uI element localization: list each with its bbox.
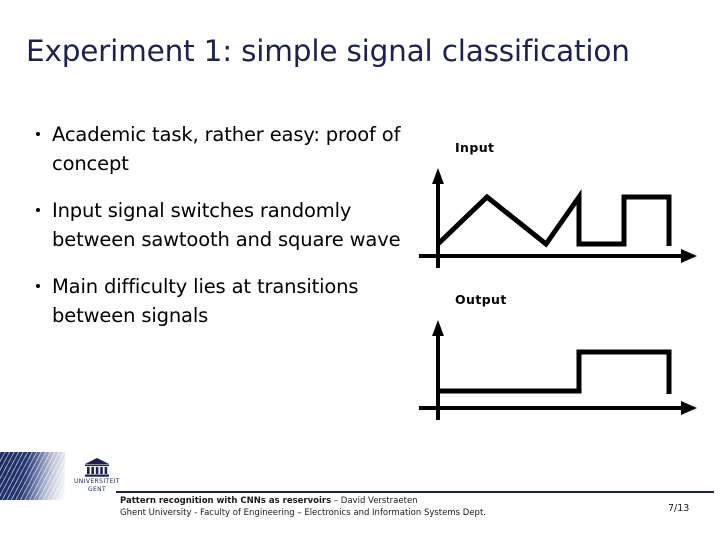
list-item: Academic task, rather easy: proof of con… — [34, 120, 404, 178]
input-x-axis-arrow-icon — [681, 249, 697, 263]
list-item: Input signal switches randomly between s… — [34, 196, 404, 254]
input-y-axis-arrow-icon — [432, 168, 444, 184]
bullet-dot-icon — [36, 208, 40, 212]
list-item: Main difficulty lies at transitions betw… — [34, 272, 404, 330]
input-plot-svg — [419, 168, 697, 268]
input-signal-plot — [415, 164, 705, 274]
ugent-logo: UNIVERSITEIT GENT — [66, 458, 128, 498]
brand-decoration-block — [0, 452, 65, 500]
bullet-list: Academic task, rather easy: proof of con… — [34, 120, 404, 330]
classical-building-icon — [85, 458, 109, 477]
list-item-label: Main difficulty lies at transitions betw… — [52, 275, 359, 327]
footer-affiliation: Ghent University - Faculty of Engineerin… — [120, 507, 486, 518]
output-plot-svg — [419, 320, 697, 420]
footer-presentation-title: Pattern recognition with CNNs as reservo… — [120, 496, 332, 506]
signal-figure: Input Output — [415, 128, 715, 463]
page-number: 7/13 — [668, 503, 690, 514]
input-signal-label: Input — [455, 140, 495, 155]
output-signal-label: Output — [455, 292, 507, 307]
bullet-dot-icon — [36, 132, 40, 136]
output-x-axis-arrow-icon — [681, 401, 697, 415]
output-y-axis-arrow-icon — [432, 320, 444, 336]
brand-gradient-texture — [0, 452, 65, 500]
footer-author: – David Verstraeten — [331, 496, 418, 506]
output-signal-plot — [415, 316, 705, 426]
footer-divider — [116, 491, 714, 493]
output-signal-trace — [438, 349, 672, 394]
page-title: Experiment 1: simple signal classificati… — [26, 34, 630, 68]
list-item-label: Input signal switches randomly between s… — [52, 199, 401, 251]
footer: Pattern recognition with CNNs as reservo… — [120, 496, 640, 519]
ugent-wordmark: UNIVERSITEIT GENT — [74, 478, 120, 493]
list-item-label: Academic task, rather easy: proof of con… — [52, 123, 401, 175]
bullet-dot-icon — [36, 284, 40, 288]
footer-line-1: Pattern recognition with CNNs as reservo… — [120, 496, 640, 508]
input-signal-trace — [436, 189, 672, 248]
